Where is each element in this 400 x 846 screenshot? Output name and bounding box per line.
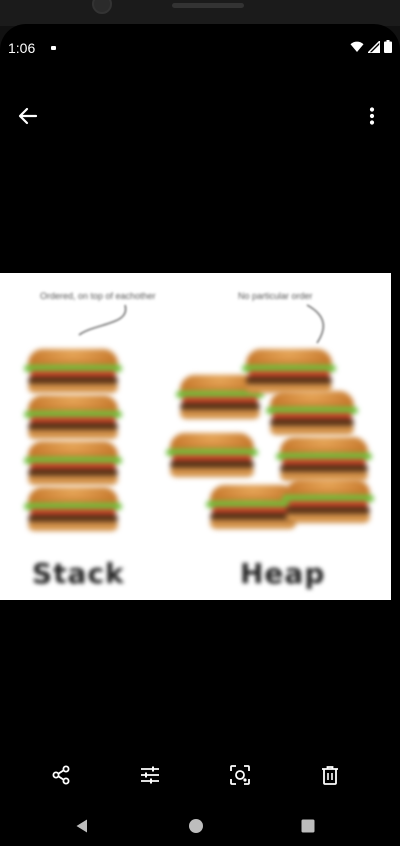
app-bar xyxy=(0,94,400,134)
status-time: 1:06 xyxy=(8,40,36,56)
signal-icon xyxy=(368,40,380,53)
status-bar: 1:06 xyxy=(0,34,400,56)
burger-heap-2 xyxy=(242,349,336,393)
trash-icon xyxy=(322,766,338,785)
earpiece-speaker xyxy=(172,3,244,8)
notification-dot-icon xyxy=(51,46,56,50)
caption-arrow-left xyxy=(78,304,127,336)
photo-view[interactable]: Ordered, on top of eachother No particul… xyxy=(0,273,391,600)
burger-stack-2 xyxy=(24,395,122,439)
battery-icon xyxy=(384,40,392,53)
lens-button[interactable] xyxy=(225,760,255,790)
burger-stack-1 xyxy=(24,349,122,393)
burger-heap-6 xyxy=(206,485,300,529)
burger-heap-1 xyxy=(176,375,264,419)
delete-button[interactable] xyxy=(315,760,345,790)
burger-heap-7 xyxy=(282,479,374,523)
share-icon xyxy=(52,765,70,785)
front-camera xyxy=(92,0,112,14)
arrow-left-icon xyxy=(18,107,38,125)
share-button[interactable] xyxy=(46,760,76,790)
photo-toolbar xyxy=(0,752,400,796)
more-vertical-icon xyxy=(369,107,375,125)
photo-caption-left: Ordered, on top of eachother xyxy=(40,291,156,301)
lens-icon xyxy=(230,765,250,785)
burger-stack-3 xyxy=(24,441,122,485)
photo-label-stack: Stack xyxy=(32,557,125,590)
more-options-button[interactable] xyxy=(360,100,384,132)
burger-heap-5 xyxy=(276,437,372,481)
burger-stack-4 xyxy=(24,487,122,531)
photo-label-heap: Heap xyxy=(240,557,326,590)
photo-caption-right: No particular order xyxy=(238,291,313,301)
caption-arrow-right xyxy=(306,304,324,344)
system-nav-bar xyxy=(0,806,400,846)
burger-heap-4 xyxy=(166,433,258,477)
nav-back-button[interactable] xyxy=(70,814,94,838)
home-circle-icon xyxy=(189,819,203,833)
status-icons xyxy=(350,40,392,53)
edit-sliders-icon xyxy=(141,766,159,784)
screen: 1:06 xyxy=(0,24,400,846)
recents-square-icon xyxy=(301,819,315,833)
edit-button[interactable] xyxy=(135,760,165,790)
burger-heap-3 xyxy=(266,391,358,435)
wifi-icon xyxy=(350,41,364,52)
back-triangle-icon xyxy=(76,819,87,833)
back-button[interactable] xyxy=(12,100,44,132)
phone-bezel xyxy=(0,0,400,26)
nav-recents-button[interactable] xyxy=(296,814,320,838)
nav-home-button[interactable] xyxy=(184,814,208,838)
